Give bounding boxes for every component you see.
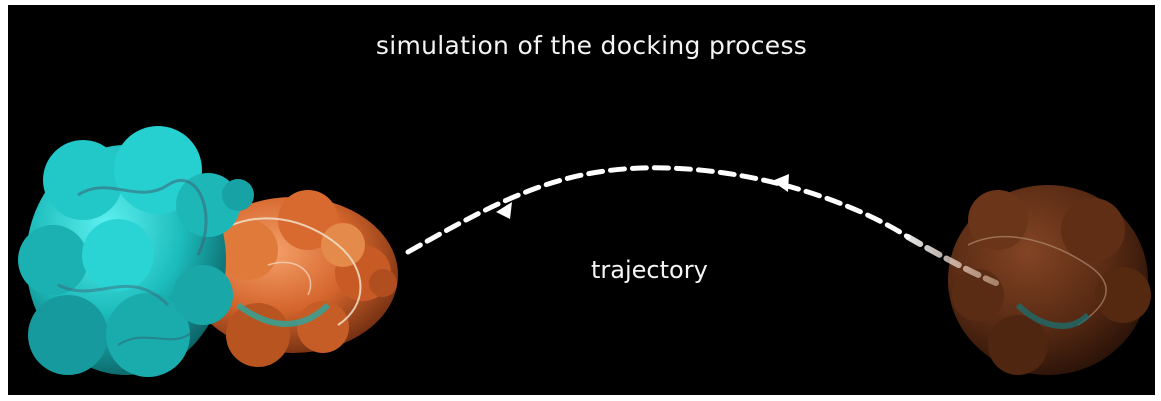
docked-ligand bbox=[188, 190, 398, 367]
trajectory-label: trajectory bbox=[591, 256, 708, 284]
free-ligand bbox=[948, 185, 1151, 375]
docking-figure: simulation of the docking process trajec… bbox=[8, 5, 1155, 395]
figure-title: simulation of the docking process bbox=[375, 31, 808, 60]
trajectory-path bbox=[405, 165, 999, 286]
receptor-protein bbox=[18, 126, 254, 377]
arrowhead-icon bbox=[496, 202, 512, 219]
docking-scene bbox=[18, 126, 1151, 377]
arrowhead-icon bbox=[772, 174, 789, 192]
